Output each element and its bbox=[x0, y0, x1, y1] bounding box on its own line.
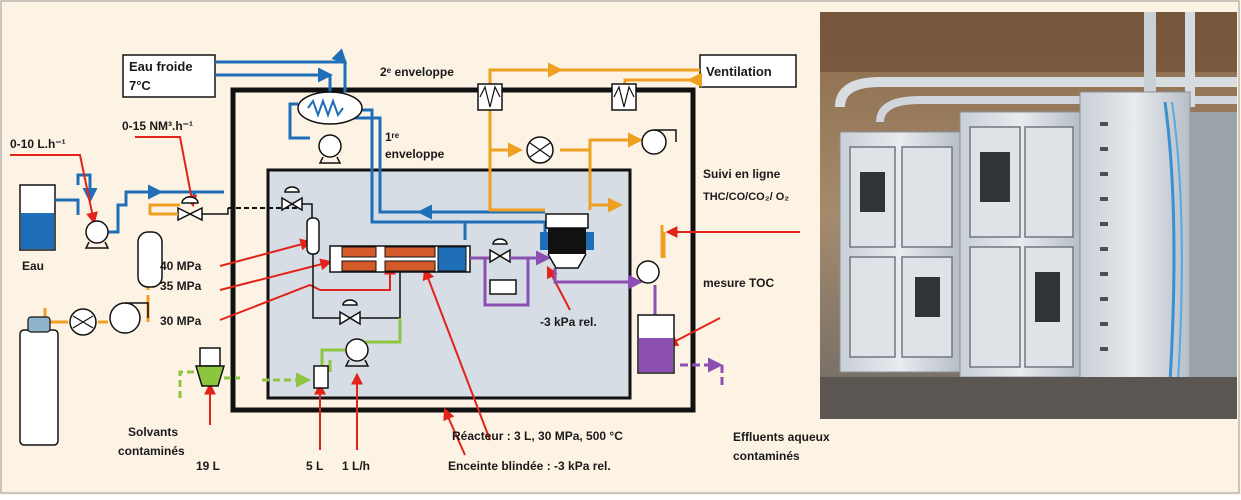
online-monitoring-label: Suivi en ligne bbox=[703, 167, 781, 181]
oxygen-cylinder bbox=[19, 329, 59, 446]
second-envelope-label: 2ᵉ enveloppe bbox=[380, 65, 454, 79]
filter-5l-icon bbox=[313, 365, 329, 389]
solvent-tank-19l bbox=[194, 365, 226, 387]
solvent-lines bbox=[178, 318, 402, 398]
compressor-icon bbox=[109, 302, 141, 334]
water-pump-icon bbox=[85, 220, 109, 244]
gas-species-label: THC/CO/CO₂/ O₂ bbox=[703, 191, 789, 203]
ventilation-box bbox=[699, 54, 797, 88]
ventilation-label: Ventilation bbox=[706, 64, 772, 79]
solvent-feed-head bbox=[199, 347, 221, 367]
cold-water-temp: 7°C bbox=[129, 78, 151, 93]
preheater-icon bbox=[306, 217, 320, 255]
flowrate-label: 1 L/h bbox=[342, 459, 370, 473]
gas-flowrate-label: 0-15 NM³.h⁻¹ bbox=[122, 119, 193, 133]
relative-pressure-label: -3 kPa rel. bbox=[540, 315, 597, 329]
pressure-35-label: 35 MPa bbox=[160, 279, 202, 293]
letdown-valve-2-icon bbox=[489, 279, 517, 295]
water-tank-label: Eau bbox=[22, 259, 44, 273]
solvents-label-line2: contaminés bbox=[118, 444, 185, 458]
first-enclosure bbox=[230, 87, 696, 413]
filter-2-icon bbox=[611, 83, 637, 111]
reactor-spec-label: Réacteur : 3 L, 30 MPa, 500 °C bbox=[452, 429, 623, 443]
effluent-pump-icon bbox=[636, 260, 660, 284]
buffer-vessel bbox=[137, 231, 163, 288]
cooling-pump-icon bbox=[318, 134, 342, 158]
toc-measure-label: mesure TOC bbox=[703, 276, 774, 290]
pressure-30-label: 30 MPa bbox=[160, 314, 202, 328]
installation-photo bbox=[820, 12, 1237, 419]
cooling-water-lines bbox=[76, 48, 547, 240]
effluents-label-line1: Effluents aqueux bbox=[733, 430, 830, 444]
tank-volume-19-label: 19 L bbox=[196, 459, 220, 473]
shielded-cell bbox=[266, 168, 632, 400]
cold-water-label: Eau froide bbox=[129, 59, 193, 74]
letdown-valve-1-icon bbox=[489, 248, 511, 264]
first-envelope-label-line2: enveloppe bbox=[385, 147, 445, 161]
annotation-arrows bbox=[10, 136, 800, 456]
solvents-label-line1: Solvants bbox=[128, 425, 178, 439]
water-flowrate-label: 0-10 L.h⁻¹ bbox=[10, 137, 66, 151]
effluent-lines bbox=[483, 250, 724, 385]
extraction-fan-icon bbox=[641, 129, 667, 155]
gas-liquid-separator bbox=[548, 228, 586, 254]
feed-pump-icon bbox=[345, 338, 369, 362]
filter-1-icon bbox=[477, 83, 503, 111]
shielded-enclosure-label: Enceinte blindée : -3 kPa rel. bbox=[448, 459, 611, 473]
pressure-40-label: 40 MPa bbox=[160, 259, 202, 273]
filter-volume-5-label: 5 L bbox=[306, 459, 323, 473]
effluents-label-line2: contaminés bbox=[733, 449, 800, 463]
first-envelope-label-line1: 1ʳᵉ bbox=[385, 130, 400, 144]
